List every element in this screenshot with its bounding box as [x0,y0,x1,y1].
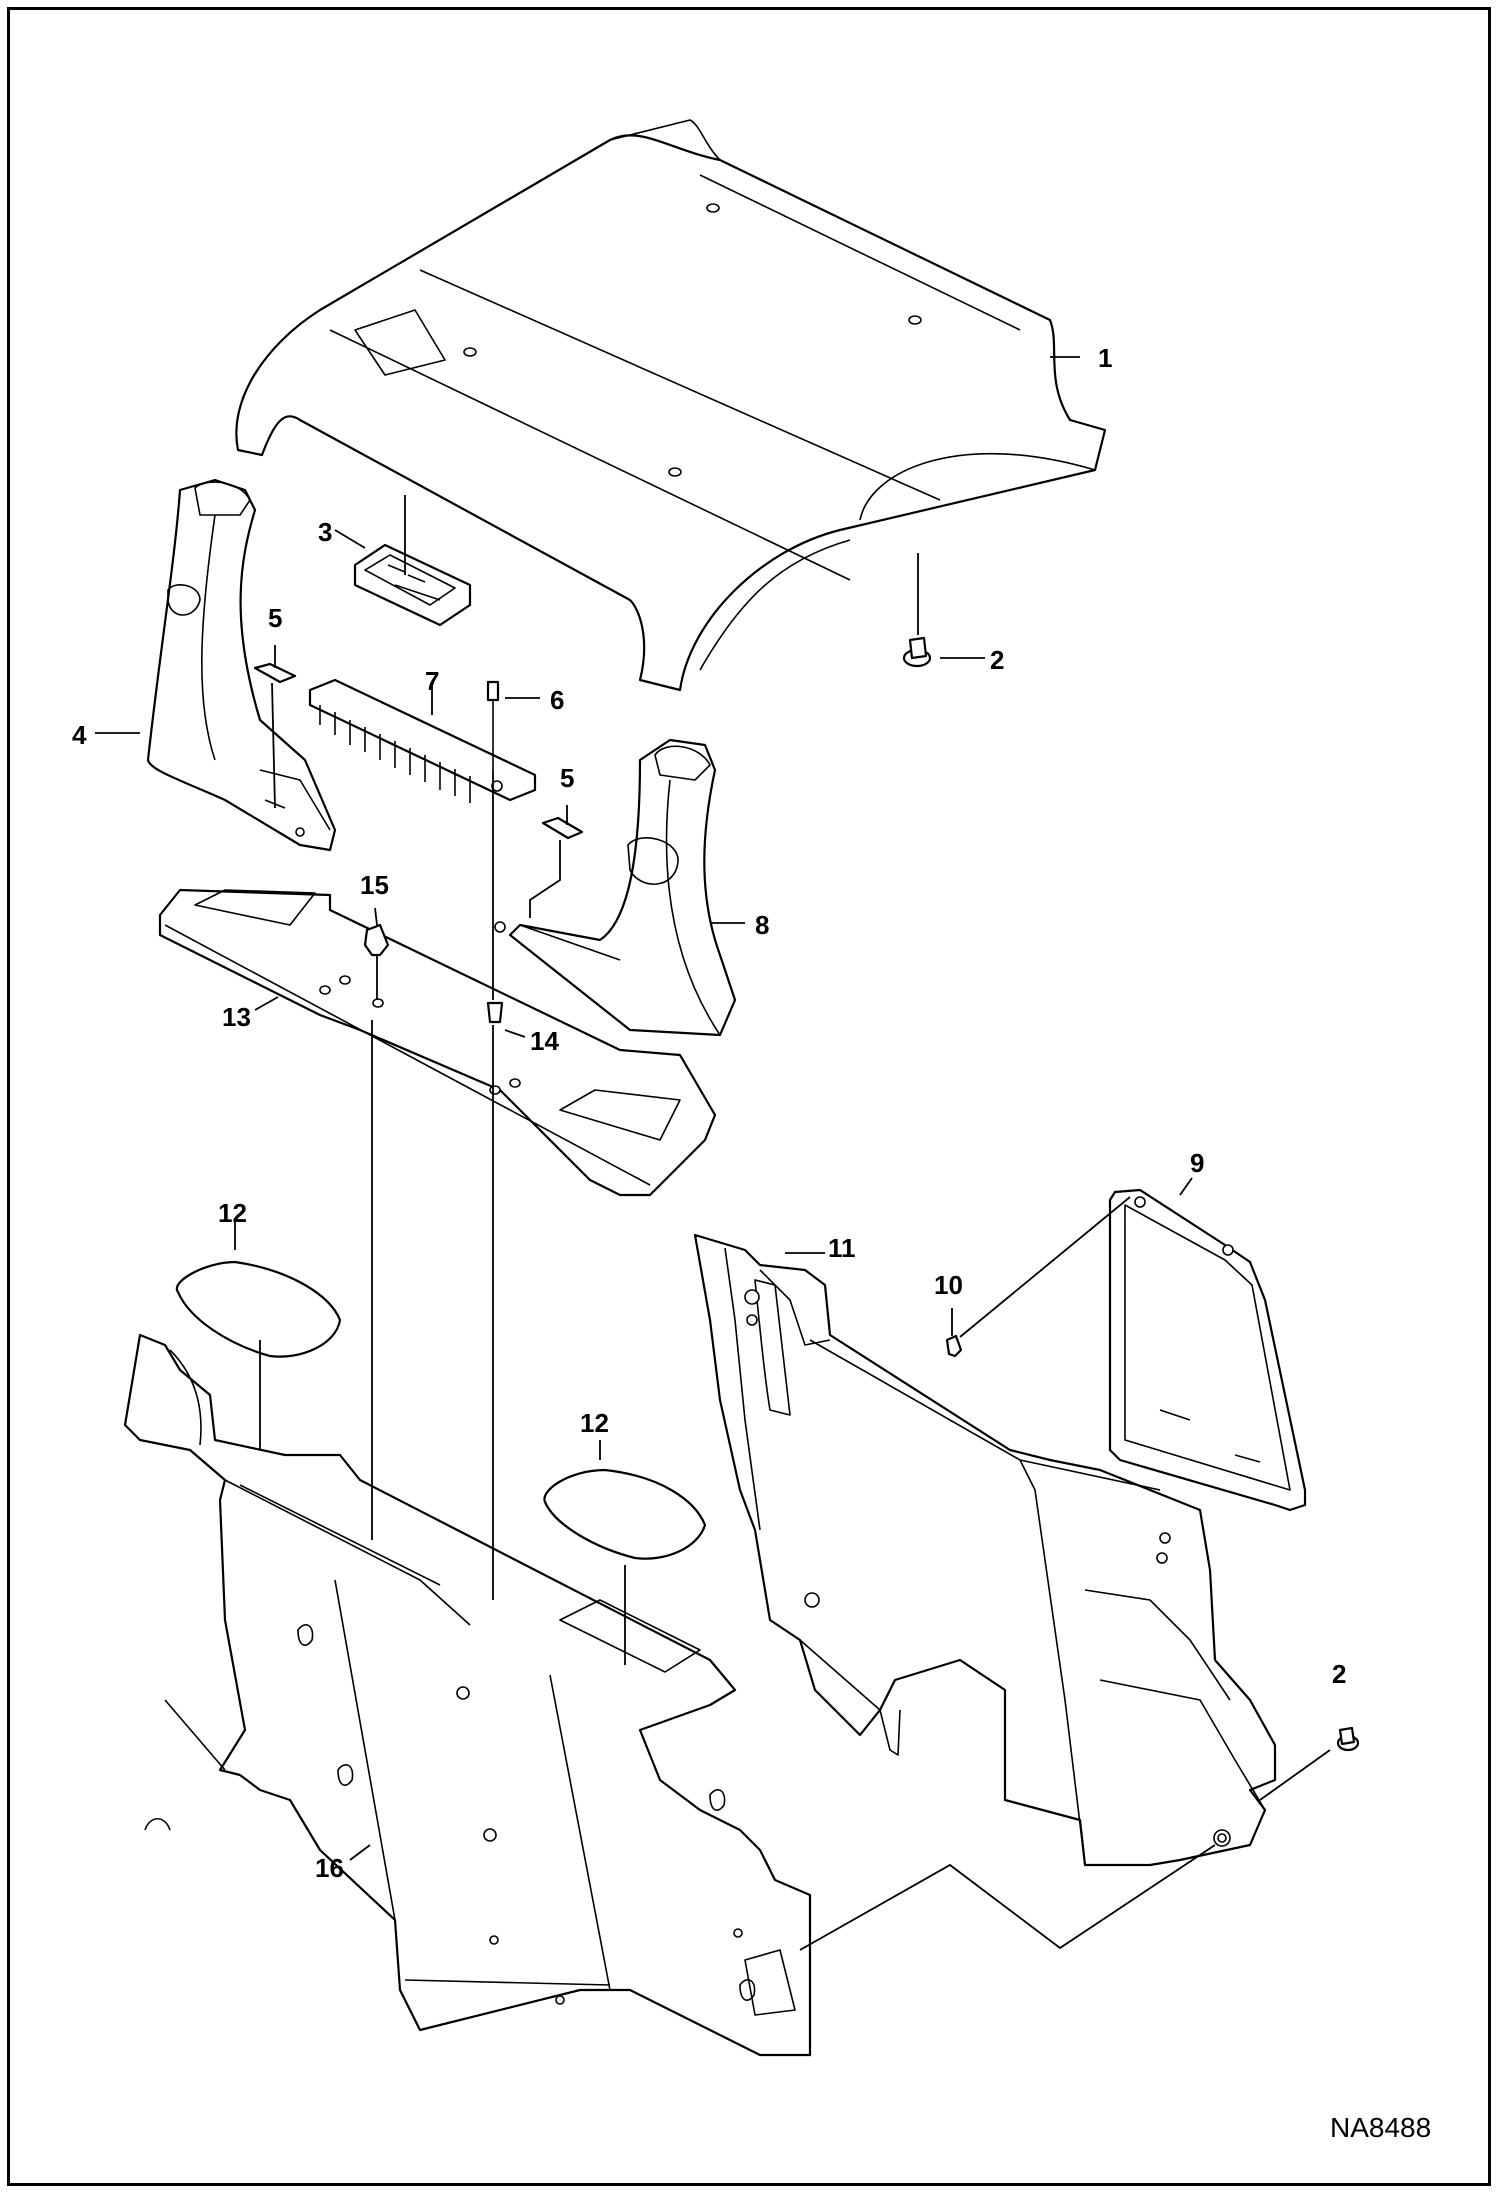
panel-part [1108,1188,1307,1512]
fin-bracket-part [308,678,537,803]
callout-15: 15 [360,870,389,900]
callout-10: 10 [934,1270,963,1300]
callout-1: 1 [1098,343,1112,373]
callout-12-right: 12 [580,1408,609,1438]
button-fastener-part-upper [902,636,932,668]
screw-part [486,680,500,770]
push-fastener-part [363,923,390,957]
callout-labels: 1 2 2 3 4 5 5 6 7 8 9 10 11 12 12 13 14 … [72,343,1346,1883]
callout-7: 7 [425,666,439,696]
callout-12-left: 12 [218,1198,247,1228]
grommet-part [486,1001,504,1024]
pad-part-left [175,1260,342,1358]
side-panel-part [693,1233,1277,1867]
button-fastener-part-lower [1336,1726,1360,1752]
callout-8: 8 [755,910,769,940]
dome-light-part [353,543,472,627]
left-pillar-trim-part [146,478,337,852]
callout-4: 4 [72,720,87,750]
callout-2-upper: 2 [990,645,1004,675]
callout-14: 14 [530,1026,559,1056]
trim-strip-part [158,888,717,1197]
callout-16: 16 [315,1853,344,1883]
figure-id: NA8488 [1330,2112,1431,2143]
callout-5-left: 5 [268,603,282,633]
leader-lines [95,356,1331,1951]
callout-2-lower: 2 [1332,1659,1346,1689]
callout-13: 13 [222,1002,251,1032]
clip-part-left [253,662,297,684]
callout-3: 3 [318,517,332,547]
callout-11: 11 [828,1233,856,1263]
fastener-part [945,1334,963,1358]
right-pillar-trim-part [494,738,737,1037]
callout-9: 9 [1190,1148,1204,1178]
rear-wall-trim-part [123,1333,812,2057]
callout-6: 6 [550,685,564,715]
callout-5-right: 5 [560,763,574,793]
clip-part-right [541,816,584,840]
diagram-border [7,7,1491,2186]
headliner-part [235,119,1107,692]
pad-part-right [543,1468,707,1560]
